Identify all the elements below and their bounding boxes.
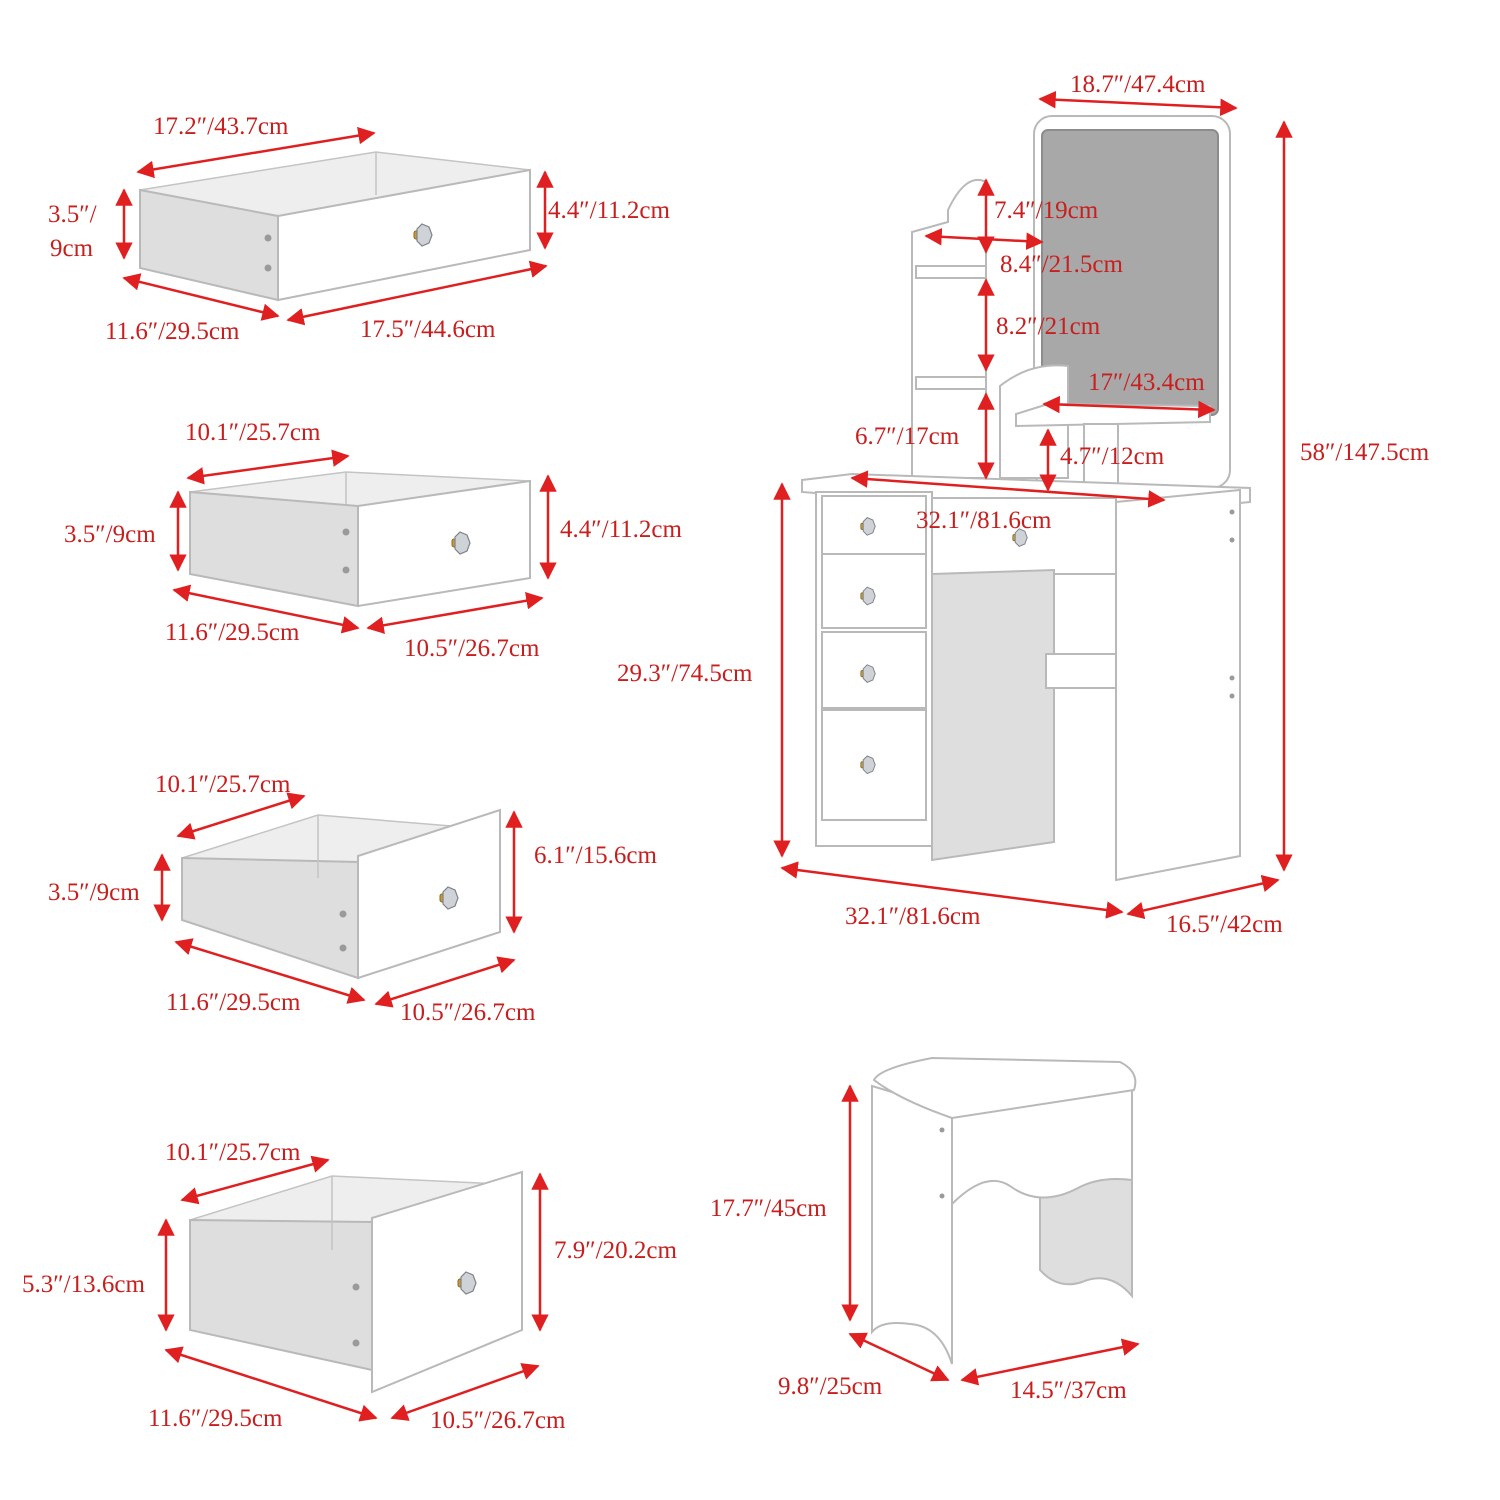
vanity-drawer-4 (821, 709, 927, 821)
drawer-3-dimensions: 10.1″/25.7cm 3.5″/9cm 6.1″/15.6cm 11.6″/… (48, 771, 657, 1026)
drawer-2-side-height-label: 3.5″/9cm (64, 521, 156, 548)
vanity-depth-label: 16.5″/42cm (1166, 911, 1283, 938)
drawer-2-depth-label: 11.6″/29.5cm (165, 619, 300, 646)
drawer-4-front (371, 1170, 523, 1394)
vanity-crossbar (1045, 653, 1117, 689)
vanity-drawer-2 (821, 553, 927, 629)
vanity-total-height-label: 58″/147.5cm (1300, 439, 1430, 466)
stool-cushion (872, 1056, 1137, 1120)
vanity-lower-shelf-height-label: 6.7″/17cm (855, 423, 960, 450)
drawer-3-top-width-label: 10.1″/25.7cm (155, 771, 291, 798)
vanity-small-shelf-height-label: 4.7″/12cm (1060, 443, 1165, 470)
vanity-top-shelf-height-label: 7.4″/19cm (994, 197, 1099, 224)
drawer-3-front-width-label: 10.5″/26.7cm (400, 999, 536, 1026)
vanity-inner-panel (931, 568, 1055, 862)
vanity-right-panel (1115, 488, 1241, 882)
drawer-3-depth-label: 11.6″/29.5cm (166, 989, 301, 1016)
drawer-2-top-width-label: 10.1″/25.7cm (185, 419, 321, 446)
drawer-2 (189, 471, 531, 608)
drawer-4-dimensions: 10.1″/25.7cm 5.3″/13.6cm 7.9″/20.2cm 11.… (22, 1139, 677, 1434)
stool-left-panel (871, 1084, 953, 1365)
stool-inner-leg (1039, 1168, 1133, 1299)
drawer-1-depth-label: 11.6″/29.5cm (105, 318, 240, 345)
vanity-middle-shelf-height-label: 8.2″/21cm (996, 313, 1101, 340)
drawer-2-front (357, 479, 531, 608)
drawer-4-front-width-label: 10.5″/26.7cm (430, 1407, 566, 1434)
drawer-1-side-height-cm-label: 9cm (50, 235, 94, 262)
vanity-small-shelf-width-label: 17″/43.4cm (1088, 369, 1205, 396)
vanity-width-label: 32.1″/81.6cm (845, 903, 981, 930)
drawer-3-side (181, 856, 359, 980)
drawer-4 (189, 1170, 523, 1394)
drawer-4-side-height-label: 5.3″/13.6cm (22, 1271, 145, 1298)
stool-dimensions: 17.7″/45cm 9.8″/25cm 14.5″/37cm (710, 1084, 1140, 1404)
drawer-4-depth-label: 11.6″/29.5cm (148, 1405, 283, 1432)
drawer-4-top-width-label: 10.1″/25.7cm (165, 1139, 301, 1166)
drawer-1-front-height-label: 4.4″/11.2cm (548, 197, 671, 224)
vanity-table-height-label: 29.3″/74.5cm (617, 660, 753, 687)
drawer-3-side-height-label: 3.5″/9cm (48, 879, 140, 906)
drawer-2-front-height-label: 4.4″/11.2cm (560, 516, 683, 543)
drawer-1 (139, 151, 531, 302)
stool-width-label: 14.5″/37cm (1010, 1377, 1127, 1404)
drawer-2-dimensions: 10.1″/25.7cm 3.5″/9cm 4.4″/11.2cm 11.6″/… (64, 419, 683, 662)
vanity-shelf-width-label: 8.4″/21.5cm (1000, 251, 1123, 278)
stool-depth-label: 9.8″/25cm (778, 1373, 883, 1400)
stool-front-apron (951, 1088, 1133, 1207)
vanity-table (801, 115, 1251, 882)
vanity-dimensions: 18.7″/47.4cm 7.4″/19cm 8.4″/21.5cm 8.2″/… (617, 71, 1430, 938)
drawer-1-front-width-label: 17.5″/44.6cm (360, 316, 496, 343)
vanity-shelf-lower (915, 376, 987, 390)
vanity-mirror-width-label: 18.7″/47.4cm (1070, 71, 1206, 98)
drawer-4-front-height-label: 7.9″/20.2cm (554, 1237, 677, 1264)
drawer-3-front (357, 808, 501, 980)
drawer-1-side-height-label: 3.5″/ (48, 201, 97, 228)
drawer-1-top-width-label: 17.2″/43.7cm (153, 113, 289, 140)
vanity-top-width-label: 32.1″/81.6cm (916, 507, 1052, 534)
stool (871, 1056, 1137, 1365)
stool-height-label: 17.7″/45cm (710, 1195, 827, 1222)
drawer-2-side (189, 490, 359, 608)
vanity-shelf-upper (915, 265, 987, 279)
drawer-1-dimensions: 17.2″/43.7cm 3.5″/ 9cm 4.4″/11.2cm 11.6″… (48, 113, 671, 345)
drawer-4-side (189, 1218, 373, 1372)
drawer-3 (181, 808, 501, 980)
drawer-2-front-width-label: 10.5″/26.7cm (404, 635, 540, 662)
drawer-3-front-height-label: 6.1″/15.6cm (534, 842, 657, 869)
